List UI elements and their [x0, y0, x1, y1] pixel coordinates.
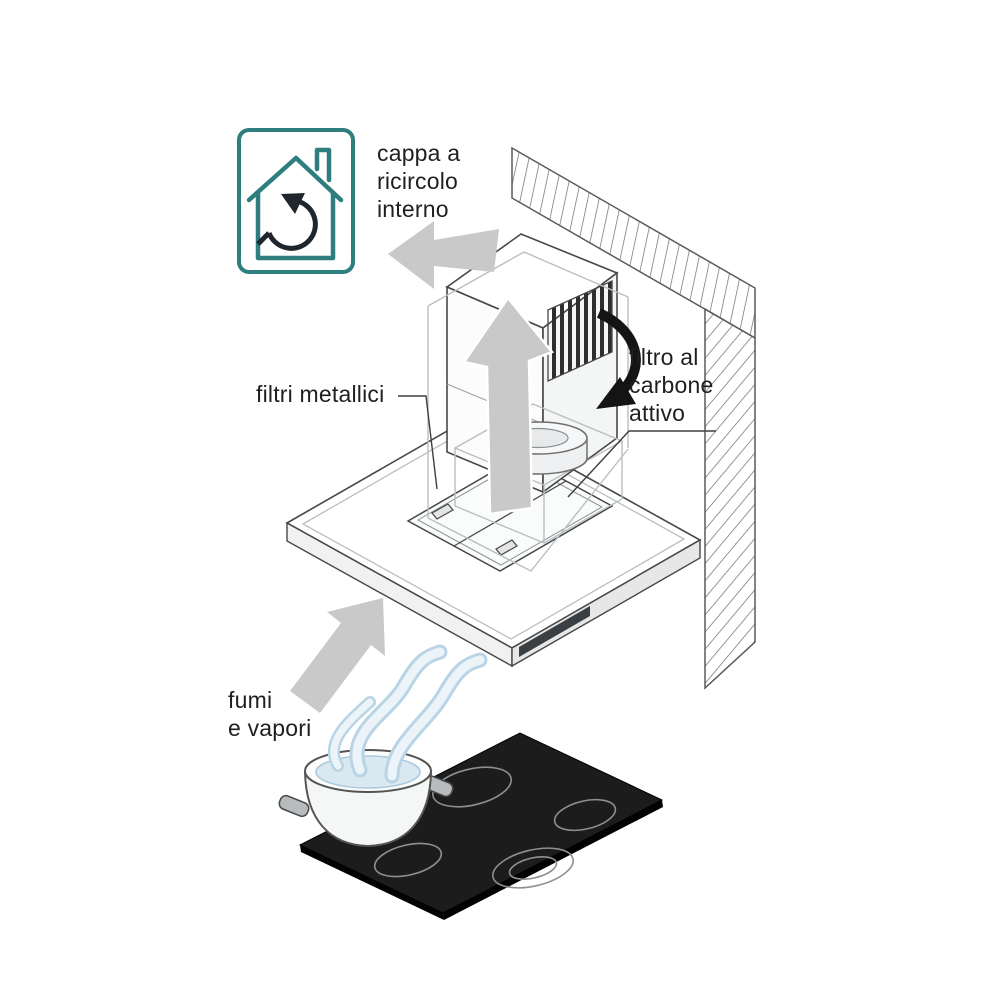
metal-grease-filters — [406, 455, 614, 572]
steam-band — [352, 647, 445, 775]
curved-arrow-head — [596, 377, 636, 409]
burner-ring — [373, 842, 443, 878]
filter-inner-frame — [416, 461, 604, 566]
cooktop — [298, 732, 664, 920]
pot-body — [303, 771, 433, 848]
leader-lines — [398, 395, 716, 498]
recycle-arrow-head — [281, 193, 305, 214]
fumes-arrow — [290, 598, 385, 713]
vent-grille — [547, 279, 613, 383]
label-fumes-vapors: fumi e vapori — [228, 687, 312, 741]
filter-divider — [453, 480, 567, 547]
filter-handle — [495, 539, 518, 556]
burner-ring — [432, 766, 512, 808]
label-metal-filters: filtri metallici — [256, 381, 385, 407]
steam-band — [330, 698, 374, 770]
leader-carbon-filter — [567, 430, 716, 498]
steam-band — [387, 655, 485, 781]
recirculation-house-icon — [237, 128, 355, 274]
recycle-arc — [266, 198, 318, 251]
burner-ring — [553, 798, 617, 832]
steam-swirls — [327, 644, 488, 784]
airflow-up-arrow — [461, 295, 555, 516]
cooktop-edge — [300, 845, 444, 920]
glass-edge-bottom — [427, 448, 629, 572]
burners — [373, 766, 617, 889]
walls — [255, 190, 336, 261]
filter-handle — [431, 503, 454, 520]
burner-ring — [492, 847, 574, 889]
glass-panel-edge — [301, 423, 686, 640]
airflow-curved-arrow — [596, 308, 641, 409]
recycle-arrow-icon — [256, 193, 318, 251]
canopy-thickness-right — [511, 538, 701, 668]
housing-bottom — [454, 498, 623, 544]
recirculation-left-arrow — [388, 221, 499, 289]
label-recirculating-hood: cappa a ricircolo interno — [377, 140, 461, 222]
house-icon — [246, 147, 344, 261]
leader-metal-filters — [398, 395, 438, 490]
recycle-arrow-tail — [256, 231, 271, 246]
cooktop-edge — [443, 800, 663, 920]
wall-section — [511, 146, 756, 690]
house-chimney — [314, 147, 332, 183]
glass-edge-top — [427, 251, 629, 307]
wall-side-band — [704, 307, 756, 690]
roof — [246, 155, 344, 203]
pot-handle — [278, 794, 310, 818]
label-carbon-filter: filtro al carbone attivo — [629, 344, 714, 426]
control-strip — [519, 606, 590, 657]
burner-ring — [508, 856, 558, 880]
curved-arrow-shaft — [596, 308, 641, 396]
